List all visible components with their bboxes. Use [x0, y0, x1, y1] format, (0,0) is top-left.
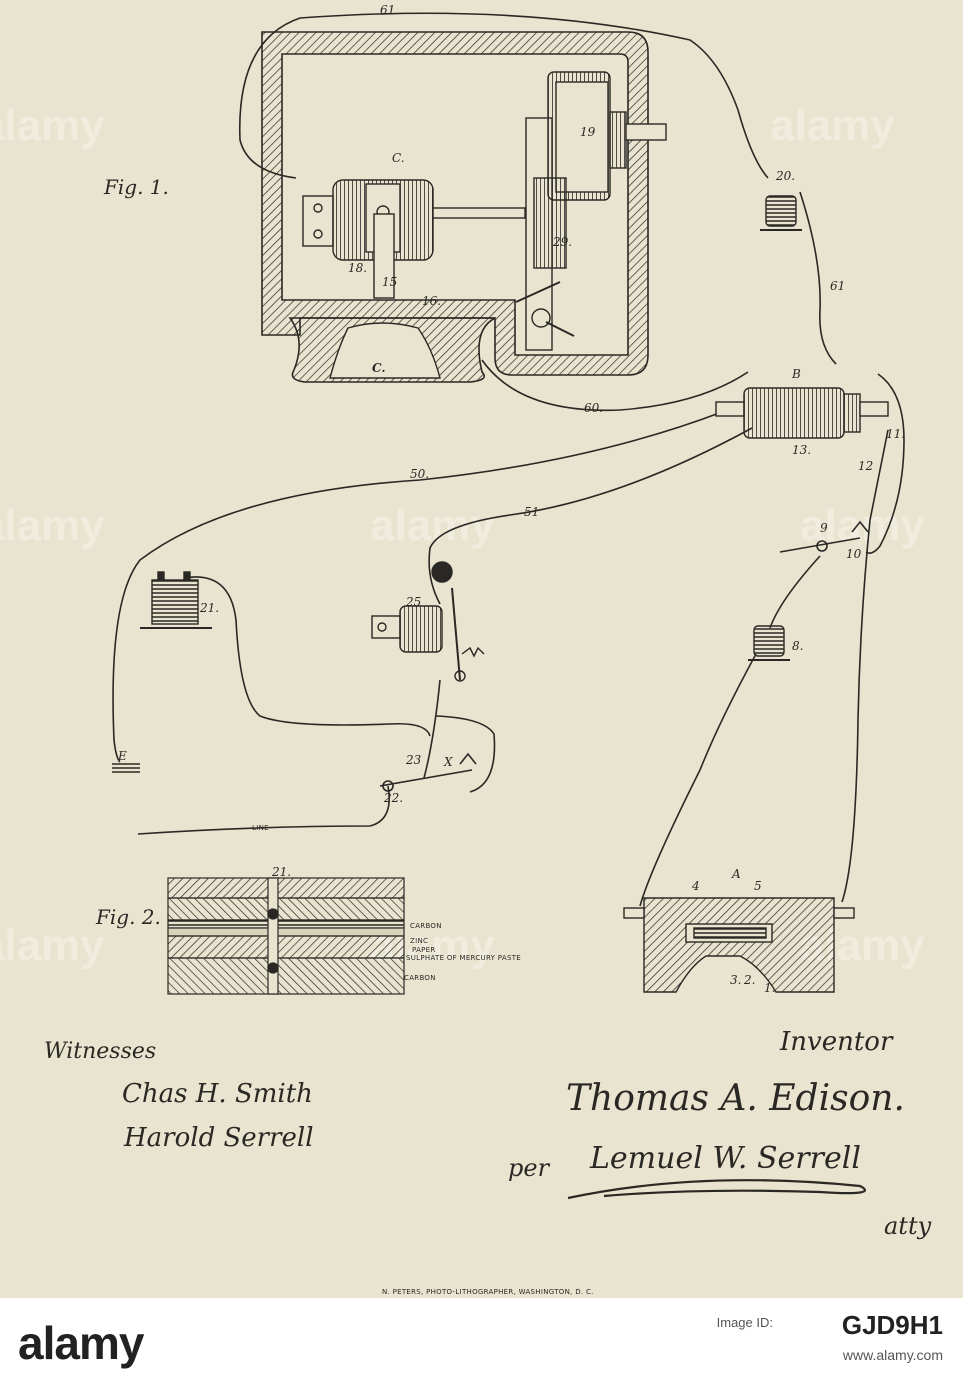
label-50: 50.: [410, 467, 429, 481]
figure-2-label: Fig. 2.: [95, 905, 161, 929]
label-22: 22.: [383, 791, 403, 805]
label-29: 29.: [552, 235, 572, 249]
label-5: 5: [754, 879, 762, 893]
label-10: 10: [846, 547, 862, 561]
label-line: LINE: [252, 824, 269, 832]
label-2: 2.: [743, 973, 755, 987]
witness-2-signature: Harold Serrell: [123, 1123, 314, 1153]
label-20: 20.: [775, 169, 795, 183]
image-id-label: Image ID:: [717, 1315, 773, 1330]
label-c-lower: C.: [372, 361, 386, 375]
watermark: alamy: [0, 501, 105, 550]
patent-sheet: alamy alamy alamy alamy alamy alamy alam…: [0, 0, 963, 1298]
binding-post-8: [748, 626, 790, 660]
label-11: 11.: [886, 427, 905, 441]
watermark: alamy: [0, 101, 105, 150]
label-b: B: [791, 367, 801, 381]
label-60: 60.: [584, 401, 603, 415]
label-16: 16.: [422, 294, 441, 308]
image-id: GJD9H1: [842, 1310, 943, 1341]
footer-logo[interactable]: alamy: [18, 1316, 143, 1370]
per-label: per: [508, 1154, 551, 1182]
layer-carbon-top: CARBON: [410, 922, 442, 930]
label-61-top: 61: [380, 3, 395, 17]
label-12: 12: [858, 459, 873, 473]
label-4: 4: [691, 879, 700, 893]
witnesses-heading: Witnesses: [44, 1039, 156, 1064]
coil-b: [716, 388, 888, 438]
label-25: 25: [405, 595, 421, 609]
label-23: 23: [405, 753, 422, 767]
label-e: E: [117, 749, 127, 763]
atty-label: atty: [884, 1212, 932, 1240]
watermark: alamy: [0, 921, 105, 970]
label-19: 19: [580, 125, 596, 139]
label-21-fig2: 21.: [271, 865, 291, 879]
label-c-upper: C.: [392, 151, 405, 165]
label-13: 13.: [792, 443, 811, 457]
battery-21: [140, 572, 212, 628]
patent-drawing: alamy alamy alamy alamy alamy alamy alam…: [0, 0, 963, 1298]
label-1: 1.: [764, 981, 775, 995]
inventor-signature: Thomas A. Edison.: [566, 1078, 905, 1119]
label-15: 15: [382, 275, 397, 289]
label-8: 8.: [792, 639, 803, 653]
label-21-battery: 21.: [199, 601, 219, 615]
attorney-signature: Lemuel W. Serrell: [589, 1141, 861, 1176]
witness-1-signature: Chas H. Smith: [122, 1079, 313, 1109]
layer-carbon-bottom: CARBON: [404, 974, 436, 982]
attorney-flourish: [568, 1180, 865, 1198]
printer-credit: N. PETERS, PHOTO-LITHOGRAPHER, WASHINGTO…: [382, 1288, 594, 1296]
footer-url[interactable]: www.alamy.com: [843, 1347, 943, 1363]
battery-cross-section: [168, 878, 404, 994]
label-18: 18.: [348, 261, 367, 275]
layer-sulphate: SULPHATE OF MERCURY PASTE: [406, 954, 521, 962]
label-x: X: [443, 755, 453, 769]
binding-post-20: [760, 196, 802, 230]
layer-zinc: ZINC: [410, 937, 428, 945]
label-51: 51: [524, 505, 539, 519]
label-61-side: 61: [830, 279, 845, 293]
watermark: alamy: [770, 101, 895, 150]
label-3: 3.: [730, 973, 741, 987]
ground-e: [112, 764, 140, 772]
inventor-heading: Inventor: [779, 1027, 894, 1057]
footer-strip: [0, 1298, 963, 1390]
layer-paper: PAPER: [412, 946, 436, 954]
relay-25: [372, 562, 484, 681]
label-9: 9: [820, 521, 828, 535]
label-a: A: [731, 867, 741, 881]
figure-1-label: Fig. 1.: [103, 175, 169, 199]
